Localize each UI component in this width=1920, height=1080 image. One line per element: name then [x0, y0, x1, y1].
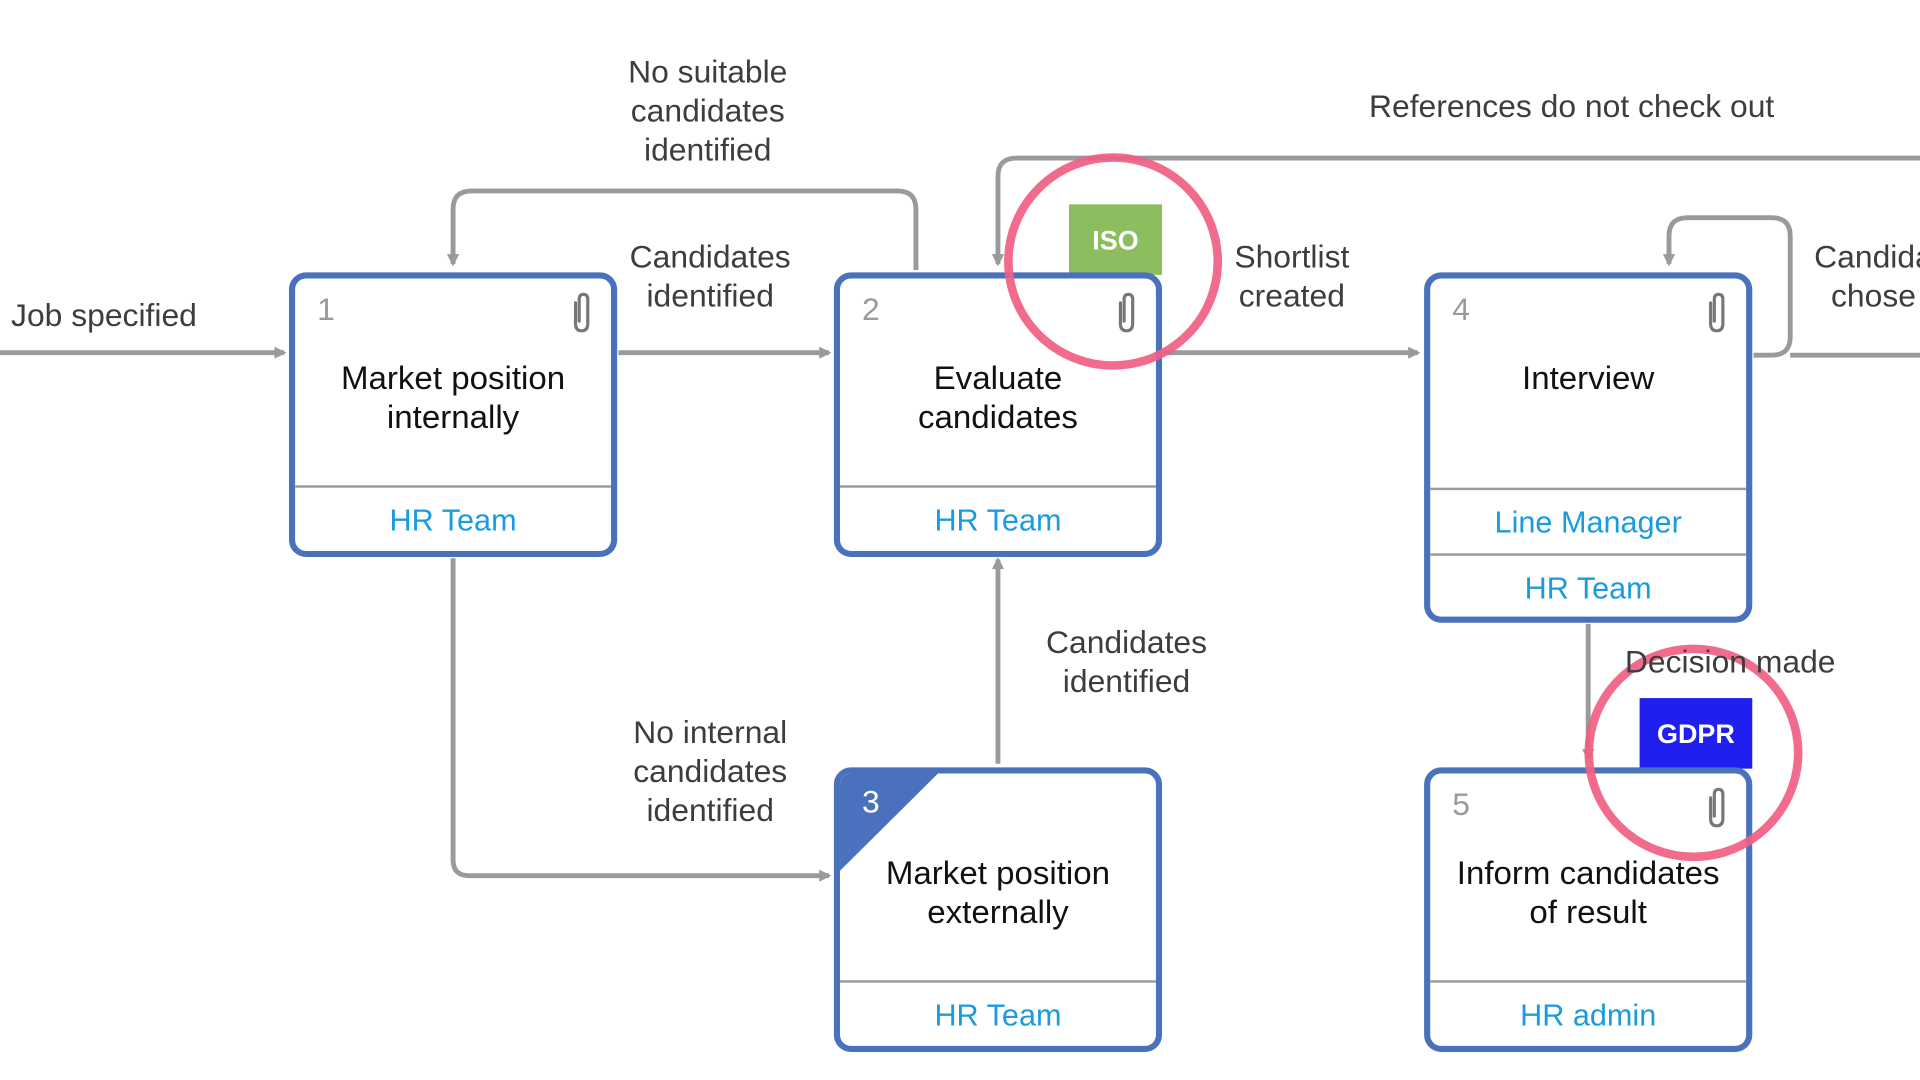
step-number: 3: [862, 783, 880, 820]
step-number: 4: [1452, 290, 1470, 328]
iso-highlight-ring: [1004, 153, 1223, 370]
step-title: Market position externally: [885, 854, 1111, 931]
step-corner-marker: [840, 773, 938, 871]
role-hr-team[interactable]: HR Team: [840, 485, 1156, 551]
step-number: 2: [862, 290, 880, 328]
step-box-3[interactable]: 3 Market position externally HR Team: [833, 767, 1163, 1053]
arrow-2-back-to-1: [446, 188, 919, 270]
role-hr-team[interactable]: HR Team: [1430, 553, 1747, 616]
label-no-suitable-candidates: No suitable candidates identified: [628, 53, 788, 168]
role-line-manager[interactable]: Line Manager: [1430, 487, 1747, 556]
paperclip-icon[interactable]: [1702, 291, 1731, 335]
step-title: Market position internally: [340, 359, 566, 436]
step-title: Inform candidates of result: [1456, 854, 1720, 931]
step-number: 5: [1452, 785, 1470, 823]
step-number: 1: [317, 290, 335, 328]
label-job-specified: Job specified: [11, 296, 197, 334]
label-candidate-chosen: Candida chose: [1814, 238, 1920, 314]
step-title: Evaluate candidates: [917, 359, 1078, 436]
gdpr-highlight-ring: [1584, 644, 1803, 862]
label-references: References do not check out: [1368, 87, 1775, 125]
label-shortlist-created: Shortlist created: [1234, 238, 1350, 314]
label-candidates-identified-top: Candidates identified: [629, 238, 791, 314]
role-hr-team[interactable]: HR Team: [295, 485, 612, 551]
arrow-1-to-3: [450, 558, 832, 882]
step-box-4[interactable]: 4 Interview Line Manager HR Team: [1424, 272, 1753, 623]
label-candidates-identified-mid: Candidates identified: [1045, 623, 1208, 700]
step-box-1[interactable]: 1 Market position internally HR Team: [288, 272, 618, 558]
step-title: Interview: [1522, 359, 1655, 397]
arrow-4-loop: [1662, 215, 1793, 358]
label-decision-made: Decision made: [1624, 643, 1836, 680]
role-hr-admin[interactable]: HR admin: [1430, 980, 1747, 1046]
paperclip-icon[interactable]: [567, 291, 596, 335]
role-hr-team[interactable]: HR Team: [840, 980, 1156, 1046]
arrow-references-back-to-2: [991, 155, 1920, 267]
label-no-internal-candidates: No internal candidates identified: [633, 713, 788, 829]
